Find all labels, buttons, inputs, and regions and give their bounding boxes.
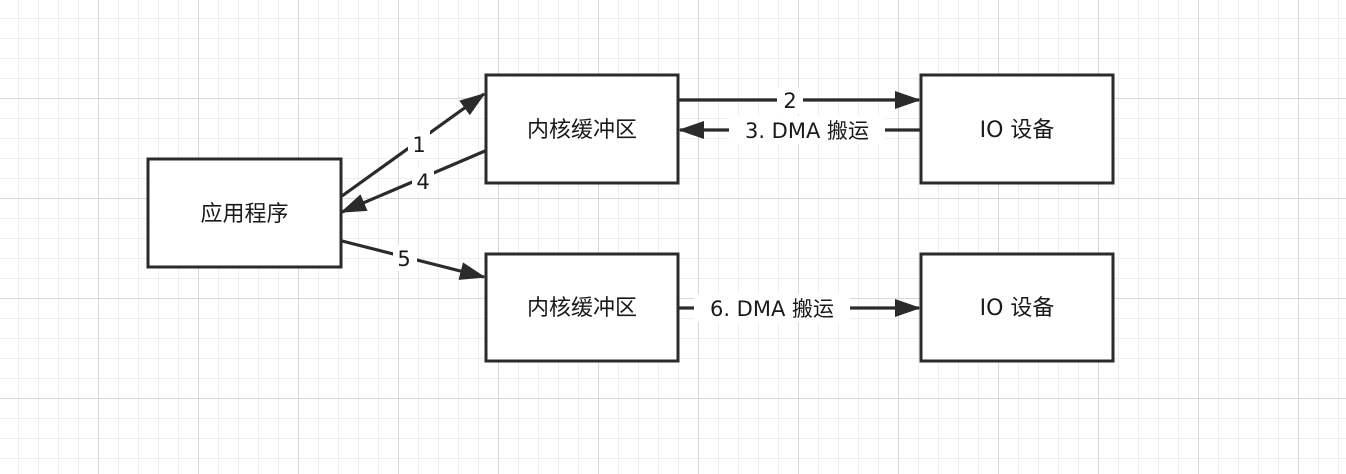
node-io-device-top: IO 设备 bbox=[919, 73, 1115, 185]
edge-4-label-bg bbox=[412, 168, 434, 194]
edge-6-label: 6. DMA 搬运 bbox=[710, 297, 834, 321]
node-kernel-buffer-bottom: 内核缓冲区 bbox=[484, 252, 680, 363]
edge-1-label: 1 bbox=[412, 133, 425, 157]
edge-3-label-bg bbox=[729, 116, 885, 144]
edge-3: 3. DMA 搬运 bbox=[678, 116, 920, 144]
node-application-label: 应用程序 bbox=[200, 202, 288, 227]
node-kernel-buffer-top: 内核缓冲区 bbox=[484, 73, 680, 185]
edge-2-label: 2 bbox=[783, 89, 796, 113]
edge-1: 1 bbox=[341, 92, 486, 198]
edge-5-label: 5 bbox=[397, 247, 410, 271]
node-io-device-bottom: IO 设备 bbox=[919, 252, 1115, 363]
node-application: 应用程序 bbox=[146, 157, 343, 269]
edge-5: 5 bbox=[341, 239, 486, 280]
node-kernel-buffer-top-label: 内核缓冲区 bbox=[527, 118, 637, 143]
node-kernel-buffer-bottom-label: 内核缓冲区 bbox=[527, 296, 637, 321]
node-application-box bbox=[146, 157, 343, 269]
edge-3-label: 3. DMA 搬运 bbox=[745, 119, 869, 143]
node-kernel-buffer-bottom-box bbox=[484, 252, 680, 363]
edge-1-label-bg bbox=[408, 131, 430, 157]
node-io-device-bottom-box bbox=[919, 252, 1115, 363]
node-io-device-top-label: IO 设备 bbox=[980, 118, 1055, 143]
edge-2: 2 bbox=[679, 88, 921, 114]
edge-2-label-bg bbox=[777, 88, 803, 114]
edge-4-label: 4 bbox=[416, 170, 429, 194]
node-io-device-bottom-label: IO 设备 bbox=[980, 296, 1055, 321]
node-kernel-buffer-top-box bbox=[484, 73, 680, 185]
edge-6: 6. DMA 搬运 bbox=[679, 294, 921, 322]
edge-4: 4 bbox=[340, 149, 486, 214]
node-io-device-top-box bbox=[919, 73, 1115, 185]
edge-5-label-bg bbox=[393, 245, 417, 271]
edge-6-label-bg bbox=[694, 294, 850, 322]
